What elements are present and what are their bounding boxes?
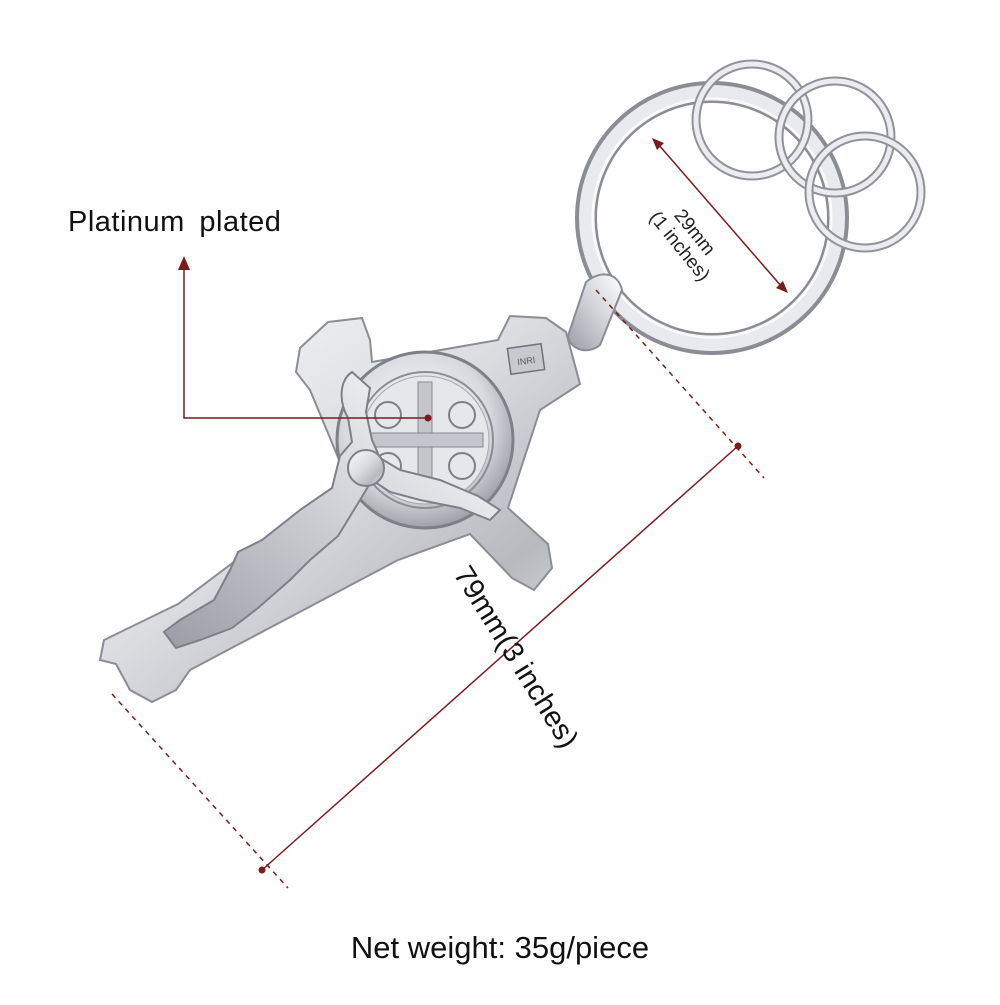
- key-ring-small-3: [804, 131, 926, 253]
- material-callout-line: [178, 256, 432, 422]
- net-weight-label: Net weight: 35g/piece: [350, 930, 650, 965]
- key-ring-small-1: [691, 59, 813, 181]
- length-dimension: [111, 289, 765, 889]
- key-ring-large: [575, 81, 849, 355]
- inri-text: INRI: [517, 355, 536, 367]
- ring-diameter-dimension: [652, 138, 788, 293]
- material-label: Platinum plated: [68, 206, 282, 238]
- pendant-bail: [566, 273, 624, 352]
- inri-plaque: INRI: [506, 342, 546, 376]
- key-ring-small-2: [774, 76, 896, 198]
- corpus-figure: [162, 370, 502, 650]
- length-label: 79mm(3 inches): [447, 561, 584, 754]
